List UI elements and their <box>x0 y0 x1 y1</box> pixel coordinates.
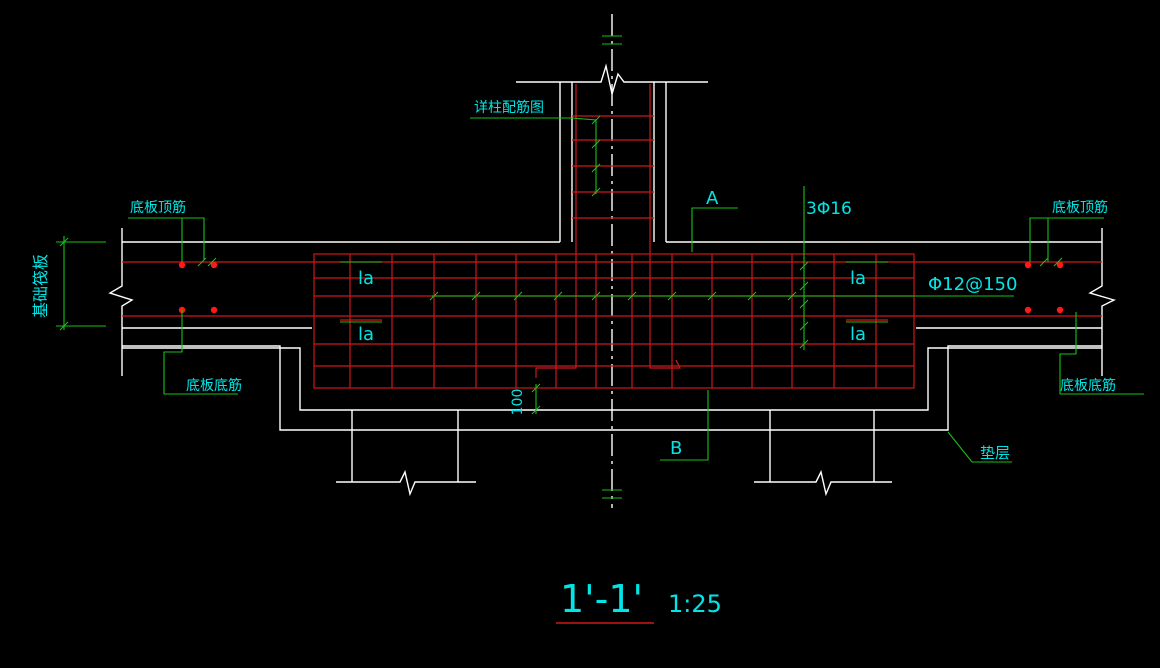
slab-top-rebar-label-right: 底板顶筋 <box>1052 199 1108 216</box>
section-title: 1'-1' 1:25 <box>556 577 722 624</box>
section-title-text: 1'-1' <box>560 577 643 621</box>
section-scale-text: 1:25 <box>668 590 722 618</box>
mark-a-label: A <box>706 188 719 209</box>
rebar-3phi16-label: 3Φ16 <box>806 199 852 219</box>
concrete-outline <box>108 63 1116 497</box>
anchorage-la-bottom-right: la <box>850 324 866 345</box>
dimension-100-label: 100 <box>510 389 526 416</box>
cushion-label: 垫层 <box>980 444 1010 462</box>
anchorage-la-bottom-left: la <box>358 324 374 345</box>
slab-top-rebar-label-left: 底板顶筋 <box>130 199 186 216</box>
leader-lines <box>56 115 1144 463</box>
rebar-stirrup-label: Φ12@150 <box>928 274 1017 295</box>
raft-foundation-label: 基础筏板 <box>31 254 50 318</box>
slab-bottom-rebar-label-left: 底板底筋 <box>186 377 242 394</box>
mark-b-label: B <box>670 438 682 459</box>
anchorage-la-top-right: la <box>850 268 866 289</box>
slab-bottom-rebar-label-right: 底板底筋 <box>1060 377 1116 394</box>
rebar-dots <box>178 261 1064 314</box>
column-detail-label: 详柱配筋图 <box>474 99 544 116</box>
centerline <box>602 14 622 508</box>
anchorage-la-top-left: la <box>358 268 374 289</box>
text-labels: 详柱配筋图 底板顶筋 底板顶筋 底板底筋 底板底筋 基础筏板 3Φ16 Φ12@… <box>31 99 1116 462</box>
